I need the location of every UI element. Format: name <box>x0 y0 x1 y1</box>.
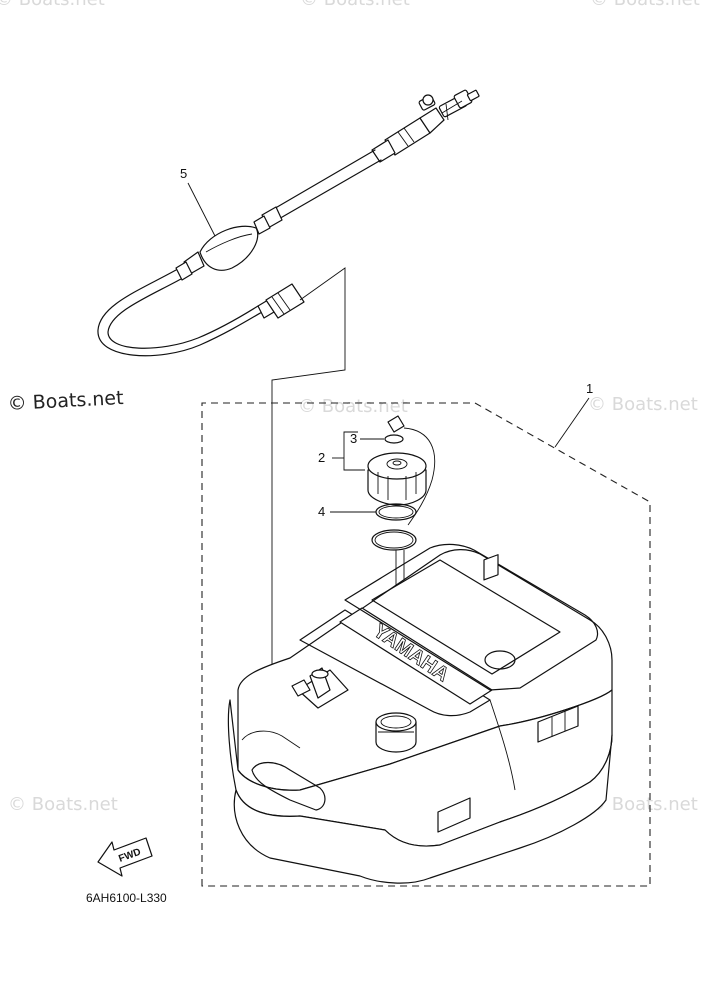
hose-fitting-tank <box>257 283 305 319</box>
fuel-hose-assembly <box>97 89 480 357</box>
forward-direction-arrow: FWD <box>97 837 153 877</box>
watermark-faint: © Boats.net <box>590 0 700 10</box>
callout-5: 5 <box>180 166 187 181</box>
callout-2: 2 <box>318 450 325 465</box>
watermark-faint: © Boats.net <box>300 0 410 10</box>
fuel-tank: YAMAHA <box>227 543 613 884</box>
fuel-cap-assembly <box>367 415 436 551</box>
watermark-faint: © Boats.net <box>588 794 698 815</box>
watermark-main: © Boats.net <box>7 387 124 415</box>
watermark-faint: © Boats.net <box>8 794 118 815</box>
hose-connector-outboard <box>418 89 480 121</box>
hose-fitting-upper <box>371 107 445 163</box>
watermark-faint: © Boats.net <box>298 396 408 417</box>
callout-1: 1 <box>586 381 593 396</box>
assembly-boundary <box>201 402 651 887</box>
watermark-faint: © Boats.net <box>0 0 105 10</box>
callout-3: 3 <box>350 431 357 446</box>
diagram-code: 6AH6100-L330 <box>86 891 167 905</box>
watermark-faint: © Boats.net <box>588 394 698 415</box>
primer-bulb <box>175 206 283 281</box>
callout-4: 4 <box>318 504 325 519</box>
